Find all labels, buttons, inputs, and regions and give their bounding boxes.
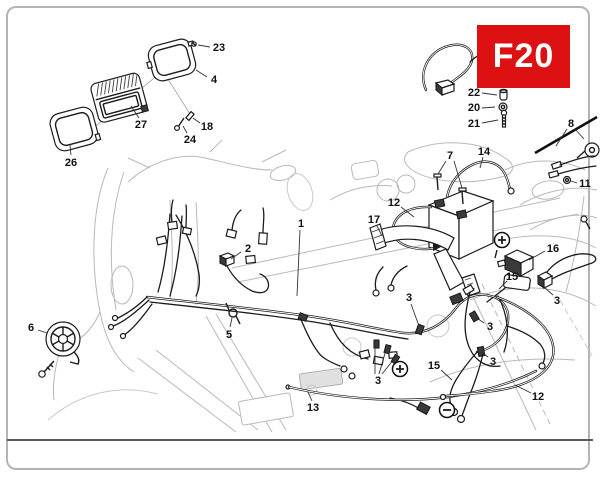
cable-12-rear (439, 295, 555, 401)
callout-3[interactable]: 3 (554, 295, 560, 307)
nut-11 (562, 175, 572, 185)
footer-divider (7, 439, 593, 441)
plus-terminal-symbol (391, 360, 409, 378)
battery-tray-17 (369, 223, 481, 297)
callout-17[interactable]: 17 (368, 214, 380, 226)
leader-line (230, 251, 242, 260)
leader-line (229, 317, 233, 328)
leader-line (410, 303, 420, 327)
positive-cable-14 (445, 160, 515, 199)
headlight-rim (146, 38, 197, 82)
right-connector (536, 253, 597, 290)
leader-line (555, 128, 568, 147)
callout-labels: 2342726182412567811121213141515161720212… (28, 42, 591, 414)
terminal-bolt (433, 173, 442, 191)
plus-terminal-symbol (493, 231, 511, 249)
lower-cables (285, 295, 555, 401)
callout-3[interactable]: 3 (375, 375, 381, 387)
rim-screw (191, 41, 197, 47)
callout-11[interactable]: 11 (579, 178, 591, 190)
leader-line (378, 349, 387, 375)
callout-24[interactable]: 24 (184, 134, 197, 146)
leader-line (514, 384, 532, 394)
frame-screw (580, 215, 591, 230)
callout-1[interactable]: 1 (298, 218, 304, 230)
callout-26[interactable]: 26 (65, 157, 77, 169)
callout-14[interactable]: 14 (478, 146, 491, 158)
callout-3[interactable]: 3 (490, 356, 496, 368)
leader-line (453, 160, 463, 189)
battery-assembly (369, 160, 515, 297)
leader-line (498, 280, 508, 290)
leader-line (481, 92, 498, 96)
callout-15[interactable]: 15 (428, 360, 440, 372)
figure-code-badge: F20 (477, 25, 570, 88)
leader-line (195, 69, 208, 78)
callout-12[interactable]: 12 (532, 391, 544, 403)
horn-bolt (38, 360, 55, 378)
scooter-frame-outline (47, 139, 598, 433)
leader-line (192, 117, 201, 124)
headlight-unit (90, 72, 149, 123)
horn (38, 321, 81, 378)
minus-terminal-symbol (438, 401, 456, 419)
callout-6[interactable]: 6 (28, 322, 34, 334)
fastener-stack (498, 88, 508, 128)
figure-code: F20 (492, 37, 555, 75)
headlight-bezel-ring (49, 106, 102, 152)
spacer-22 (499, 88, 508, 101)
leader-line (197, 44, 211, 48)
headlight-screw (174, 117, 185, 131)
callout-7[interactable]: 7 (447, 150, 453, 162)
leader-line (480, 351, 489, 358)
callout-3[interactable]: 3 (487, 321, 493, 333)
callout-23[interactable]: 23 (213, 42, 225, 54)
leader-line (296, 229, 301, 297)
leader-line (544, 287, 554, 296)
leader-line (307, 391, 313, 402)
leader-line (574, 128, 585, 140)
callout-15[interactable]: 15 (506, 271, 518, 283)
callout-13[interactable]: 13 (307, 402, 319, 414)
main-wiring-harness (107, 199, 597, 424)
upper-cable-assembly (422, 43, 481, 97)
callout-12[interactable]: 12 (388, 197, 400, 209)
leader-line (481, 119, 499, 124)
callout-3[interactable]: 3 (406, 292, 412, 304)
cable-clamp-5 (225, 302, 241, 325)
leader-line (481, 106, 496, 109)
leader-line (473, 315, 485, 324)
leader-line (130, 105, 140, 119)
callout-5[interactable]: 5 (226, 329, 232, 341)
adjuster-pin (185, 110, 195, 122)
nut-20 (498, 102, 508, 112)
polarity-symbols (391, 231, 511, 419)
rear-cable-group (534, 115, 600, 230)
leader-line (69, 144, 72, 156)
callout-16[interactable]: 16 (547, 243, 559, 255)
leader-line (570, 180, 578, 184)
leader-line (479, 156, 484, 169)
leader-line (381, 358, 395, 375)
callout-21[interactable]: 21 (468, 118, 480, 130)
callout-27[interactable]: 27 (135, 119, 147, 131)
leader-line (437, 160, 447, 175)
callout-8[interactable]: 8 (568, 118, 574, 130)
connector-2 (218, 252, 270, 294)
leader-line (400, 206, 415, 218)
leader-line (440, 369, 453, 381)
callout-18[interactable]: 18 (201, 121, 213, 133)
callout-22[interactable]: 22 (468, 87, 480, 99)
leader-line (528, 250, 546, 261)
callout-2[interactable]: 2 (245, 243, 251, 255)
bolt-21 (500, 109, 508, 128)
regulator-group (486, 249, 535, 303)
leader-line (182, 125, 188, 134)
leader-line (376, 225, 383, 237)
leader-line (37, 329, 48, 334)
headlight-assembly (49, 38, 197, 152)
terminal-bolt (458, 187, 467, 205)
callout-4[interactable]: 4 (211, 74, 218, 86)
callout-20[interactable]: 20 (468, 102, 480, 114)
